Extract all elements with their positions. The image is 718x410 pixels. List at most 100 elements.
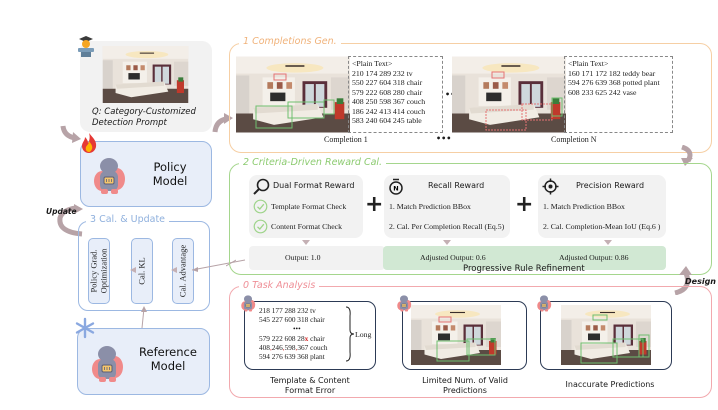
format-output-bar: Output: 1.0	[249, 246, 385, 270]
completions-section	[229, 43, 712, 153]
precision-step: 2. Cal. Completion-Mean IoU (Eq.6 )	[543, 222, 661, 231]
magnifier-icon	[253, 178, 270, 195]
recall-step: 1. Match Prediction BBox	[389, 202, 471, 211]
task-analysis-section	[229, 286, 712, 398]
bbox-line-error: 579 222 608 28x chair	[259, 333, 325, 343]
bbox-line: 160 171 172 182 teddy bear	[568, 68, 656, 78]
precision-reward-card[interactable]: Precision Reward 1. Match Prediction BBo…	[538, 175, 666, 238]
ellipsis: •••	[293, 324, 301, 334]
completion-1-caption: Completion 1	[324, 135, 368, 144]
snowflake-icon	[75, 317, 95, 339]
robot-icon	[397, 295, 412, 312]
ellipsis: •••	[436, 134, 452, 143]
recall-reward-card[interactable]: N Recall Reward 1. Match Prediction BBox…	[384, 175, 510, 238]
cal-kl-step[interactable]: Cal. KL	[131, 238, 153, 304]
completions-section-title: 1 Completions Gen.	[239, 36, 341, 47]
robot-icon	[92, 155, 126, 195]
arrow-head	[171, 267, 177, 273]
arrow-head	[141, 306, 147, 312]
fire-icon	[82, 133, 97, 153]
limited-predictions-card[interactable]	[402, 301, 527, 370]
task-analysis-section-title: 0 Task Analysis	[239, 280, 320, 291]
arrow-head	[192, 267, 198, 272]
format-output: Output: 1.0	[285, 253, 321, 262]
cal-advantage-step[interactable]: Cal. Advantage	[172, 238, 194, 304]
bbox-line: 579 222 608 280 chair	[352, 87, 423, 97]
bbox-line: 583 240 604 245 table	[352, 116, 422, 125]
policy-label-line2: Model	[152, 174, 188, 188]
brace-icon	[345, 306, 355, 362]
curved-arrow-icon	[60, 125, 81, 143]
completion-n-image[interactable]	[452, 56, 566, 133]
completion-n-caption: Completion N	[551, 135, 597, 144]
arrow-head	[130, 267, 136, 273]
long-label: Long	[355, 330, 372, 339]
error-char: x	[304, 333, 309, 343]
check-circle-icon	[253, 199, 268, 214]
reward-section-title: 2 Criteria-Driven Reward Cal.	[239, 157, 387, 168]
completion-1-image[interactable]	[236, 56, 350, 133]
format-error-card[interactable]	[244, 301, 376, 370]
down-arrow-icon	[443, 240, 451, 245]
down-arrow-icon	[604, 240, 612, 245]
progressive-rule-refinement-label: Progressive Rule Refinement	[463, 264, 585, 274]
bbox-line: 550 227 604 318 chair	[352, 78, 423, 87]
reference-label-line1: Reference	[139, 345, 197, 359]
plus-operator: +	[515, 192, 534, 217]
dual-format-reward-card[interactable]: Dual Format Reward Template Format Check…	[249, 175, 363, 238]
design-label: Design	[685, 277, 716, 286]
precision-reward-title: Precision Reward	[576, 181, 645, 190]
plus-operator: +	[365, 192, 384, 217]
inaccurate-predictions-caption: Inaccurate Predictions	[565, 380, 655, 389]
bbox-line: 594 276 639 368 potted plant	[568, 78, 660, 87]
connector-arrows	[130, 259, 246, 329]
bbox-line: 594 276 639 368 plant	[259, 352, 325, 362]
policy-model-box[interactable]	[80, 141, 212, 207]
recall-step: 2. Cal. Per Completion Recall (Eq.5)	[389, 222, 505, 231]
teacher-icon	[78, 36, 94, 57]
robot-icon	[241, 295, 256, 312]
living-room-image	[102, 46, 189, 103]
reward-section	[229, 163, 712, 275]
bbox-line: 210 174 289 232 tv	[352, 68, 413, 78]
policy-model-label: Policy Model	[145, 160, 195, 188]
bbox-line: 545 227 600 318 chair	[259, 315, 325, 325]
recall-output: Adjusted Output: 0.6	[420, 253, 486, 262]
content-format-check: Content Format Check	[271, 222, 343, 231]
policy-label-line1: Policy	[153, 160, 187, 174]
plain-text-header: <Plain Text>	[352, 59, 393, 68]
reference-model-box[interactable]	[77, 328, 210, 395]
reference-model-label: Reference Model	[128, 345, 208, 373]
reference-label-line2: Model	[150, 359, 186, 373]
curved-arrow-icon	[212, 113, 233, 133]
update-section-title: 3 Cal. & Update	[86, 214, 170, 225]
bbox-line: 186 242 413 414 couch	[352, 106, 426, 116]
policy-grad-optimization-step[interactable]: Policy Grad.Optimization	[88, 238, 110, 304]
plain-text-header: <Plain Text>	[568, 59, 609, 68]
inaccurate-predictions-card[interactable]	[540, 301, 672, 370]
crosshair-icon	[542, 178, 559, 195]
recall-reward-title: Recall Reward	[428, 181, 485, 190]
advantage-connector	[191, 259, 246, 271]
prompt-question: Q: Category-Customized Detection Prompt	[92, 107, 196, 128]
curved-arrow-icon	[681, 145, 693, 166]
robot-icon	[537, 295, 552, 312]
step-line: Optimization	[98, 248, 108, 294]
completion-1-text: <Plain Text> 210 174 289 232 tv 550 227 …	[348, 56, 443, 133]
adjusted-output-bar: Adjusted Output: 0.6 Adjusted Output: 0.…	[383, 246, 666, 270]
down-arrow-icon	[302, 240, 310, 245]
update-arrow-icon	[57, 204, 83, 237]
robot-icon	[90, 343, 124, 383]
check-circle-icon	[253, 219, 268, 234]
update-side-label: Update	[46, 207, 77, 216]
inaccurate-predictions-image	[561, 305, 651, 365]
completion-n-text: <Plain Text> 160 171 172 182 teddy bear …	[564, 56, 673, 133]
bbox-line: 218 177 288 232 tv	[259, 306, 316, 315]
precision-step: 1. Match Prediction BBox	[543, 202, 625, 211]
format-error-text: 218 177 288 232 tv 545 227 600 318 chair…	[259, 306, 328, 361]
svg-text:N: N	[393, 185, 398, 193]
template-format-check: Template Format Check	[271, 202, 347, 211]
format-reward-title: Dual Format Reward	[273, 181, 355, 190]
